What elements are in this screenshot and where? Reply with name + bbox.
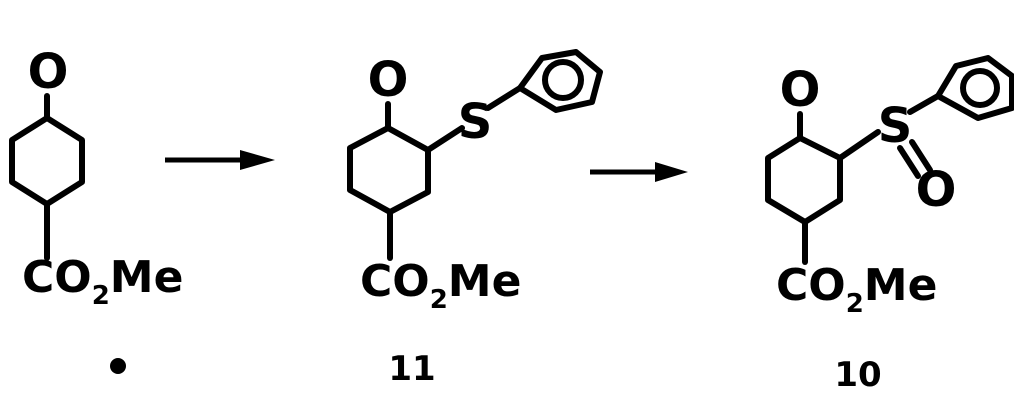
product-ester-me: Me: [864, 260, 938, 311]
product-sulfoxide-oxygen: O: [916, 162, 957, 218]
intermediate-c-s-bond: [425, 125, 465, 153]
reactant-ester-me: Me: [110, 252, 184, 303]
product-ketone-oxygen: O: [780, 62, 821, 118]
product-sulfur: S: [878, 98, 913, 154]
intermediate-structure: O S CO2Me 11: [347, 49, 603, 389]
reactant-structure: O CO2Me: [9, 44, 183, 374]
product-structure: O S O CO2Me 10: [765, 55, 1014, 394]
product-phenyl-ring: [935, 55, 1014, 121]
intermediate-ester-co: CO: [360, 256, 430, 307]
reaction-arrow-1: [165, 150, 275, 170]
intermediate-ester-me: Me: [448, 256, 522, 307]
reactant-ester-co: CO: [22, 252, 92, 303]
product-sulfoxide-bond-1: [897, 145, 921, 179]
product-sulfoxide-bond-2: [909, 139, 933, 173]
intermediate-s-phenyl-bond: [485, 85, 523, 111]
reactant-ring: [9, 115, 85, 207]
intermediate-ester-subscript: 2: [430, 285, 448, 315]
product-ester-subscript: 2: [846, 289, 864, 319]
intermediate-sulfur: S: [458, 94, 493, 150]
intermediate-compound-number: 11: [388, 349, 435, 389]
product-ring: [765, 135, 843, 225]
intermediate-ring: [347, 125, 431, 215]
product-phenyl-aromatic-circle: [960, 68, 1000, 108]
intermediate-phenyl-ring: [517, 49, 603, 113]
product-c-s-bond: [837, 129, 881, 161]
product-ester-label: CO2Me: [776, 260, 937, 319]
intermediate-ester-label: CO2Me: [360, 256, 521, 315]
product-s-phenyl-bond: [907, 93, 941, 115]
product-compound-number: 10: [834, 355, 881, 394]
product-ester-co: CO: [776, 260, 846, 311]
reactant-ketone-oxygen: O: [28, 44, 69, 100]
reactant-ester-subscript: 2: [92, 281, 110, 311]
reactant-ester-label: CO2Me: [22, 252, 183, 311]
reaction-arrow-2: [590, 162, 688, 182]
intermediate-ketone-oxygen: O: [368, 52, 409, 108]
intermediate-phenyl-aromatic-circle: [542, 59, 584, 101]
reactant-compound-marker: [110, 358, 126, 374]
